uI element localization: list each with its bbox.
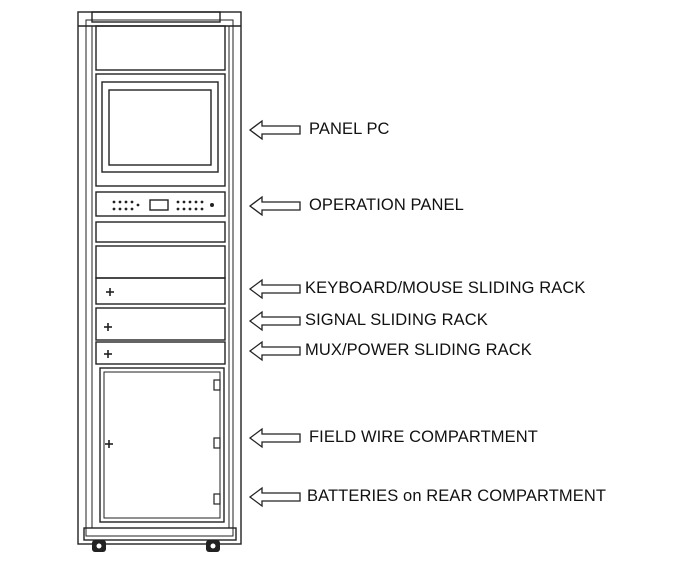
arrow-panel-pc xyxy=(248,119,301,141)
arrow-operation-panel xyxy=(248,195,301,217)
panel-pc-bezel xyxy=(95,73,226,187)
cabinet-plinth xyxy=(83,527,237,541)
door-hinges xyxy=(213,379,221,505)
cabinet-inner-frame xyxy=(85,19,234,537)
panel-pc-screen xyxy=(108,89,212,166)
label-field-wire: FIELD WIRE COMPARTMENT xyxy=(309,428,538,446)
mux-power-rack xyxy=(95,341,226,365)
callout-arrows xyxy=(248,119,301,508)
blank-panel xyxy=(95,221,226,243)
label-mux-power-rack: MUX/POWER SLIDING RACK xyxy=(305,341,532,359)
arrow-field-wire xyxy=(248,427,301,449)
operation-panel-display xyxy=(149,199,169,211)
operation-panel-plate xyxy=(95,191,226,217)
keyboard-rack-handle xyxy=(95,277,226,305)
label-operation-panel: OPERATION PANEL xyxy=(309,196,464,214)
panel-pc-screen-outer xyxy=(101,81,219,173)
cabinet-wheels xyxy=(92,540,220,552)
rack-handle-marks xyxy=(104,288,114,448)
label-batteries: BATTERIES on REAR COMPARTMENT xyxy=(307,487,607,505)
keyboard-mouse-rack xyxy=(95,245,226,279)
arrow-signal-rack xyxy=(248,310,301,332)
top-blank-panel xyxy=(95,25,226,71)
field-wire-door xyxy=(99,367,225,523)
arrow-mux-power xyxy=(248,340,301,362)
arrow-batteries xyxy=(248,486,301,508)
field-wire-door-inner xyxy=(103,371,221,519)
label-panel-pc: PANEL PC xyxy=(309,120,390,138)
cabinet-top-rail xyxy=(91,11,221,23)
label-signal-rack: SIGNAL SLIDING RACK xyxy=(305,311,488,329)
label-keyboard-mouse-rack: KEYBOARD/MOUSE SLIDING RACK xyxy=(305,279,586,297)
signal-rack xyxy=(95,307,226,341)
operation-panel-buttons xyxy=(112,200,214,211)
arrow-keyboard-rack xyxy=(248,278,301,300)
cabinet-wheel-hubs xyxy=(96,543,216,549)
